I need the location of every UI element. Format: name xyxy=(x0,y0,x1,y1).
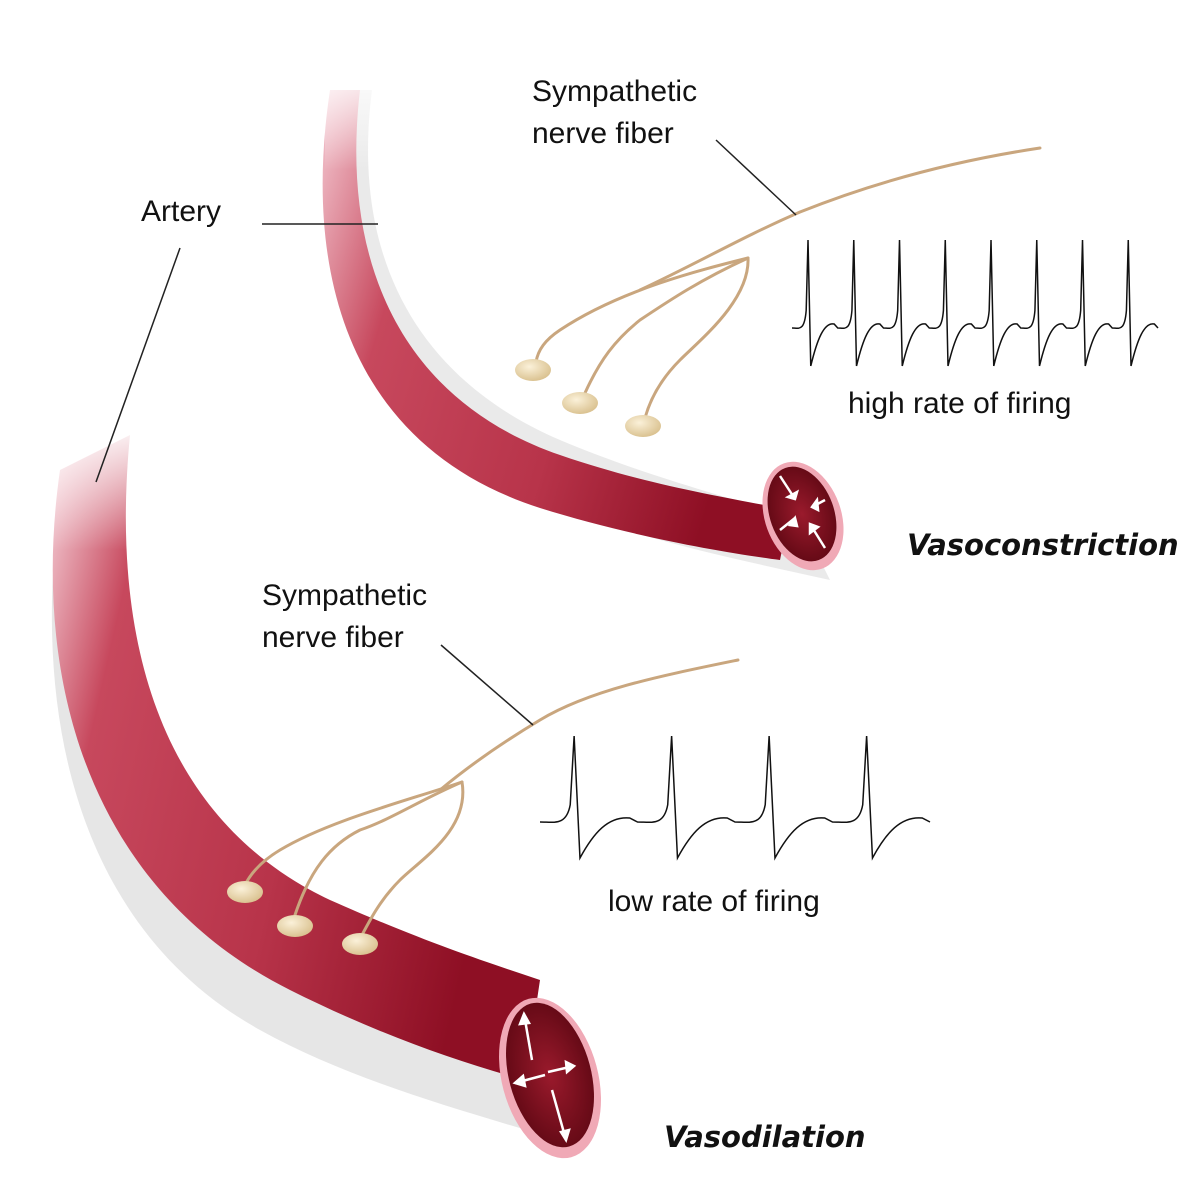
top-artery xyxy=(322,60,844,580)
high-rate-label: high rate of firing xyxy=(848,387,1072,420)
synapse-knob xyxy=(562,392,598,414)
top-nerve-label-line2: nerve fiber xyxy=(532,117,674,150)
top-artery-body xyxy=(322,90,790,560)
leader-lines xyxy=(95,139,797,726)
arrows-outward-icon xyxy=(512,1011,577,1144)
vasodilation-title: Vasodilation xyxy=(664,1120,866,1154)
high-rate-firing-trace xyxy=(791,239,1159,367)
vasoconstriction-title: Vasoconstriction xyxy=(907,528,1179,562)
synapse-knob xyxy=(277,915,313,937)
synapse-knob xyxy=(515,359,551,381)
top-nerve-fiber xyxy=(534,146,1042,420)
top-nerve-label-line1: Sympathetic xyxy=(532,75,698,108)
bottom-nerve-label-line2: nerve fiber xyxy=(262,621,404,654)
synapse-knob xyxy=(625,415,661,437)
bottom-nerve-fiber xyxy=(243,658,740,937)
bottom-synapses xyxy=(227,881,378,955)
bottom-nerve-leader xyxy=(440,644,534,726)
synapse-knob xyxy=(227,881,263,903)
top-synapses xyxy=(515,359,661,437)
bottom-nerve-label-line1: Sympathetic xyxy=(262,579,428,612)
synapse-knob xyxy=(342,933,378,955)
arrows-inward-icon xyxy=(778,475,827,549)
low-rate-label: low rate of firing xyxy=(608,885,820,918)
bottom-artery xyxy=(40,420,601,1159)
artery-label: Artery xyxy=(141,195,222,228)
artery-leader-bottom xyxy=(95,247,181,483)
low-rate-firing-trace xyxy=(539,735,931,861)
top-nerve-leader xyxy=(715,139,797,216)
